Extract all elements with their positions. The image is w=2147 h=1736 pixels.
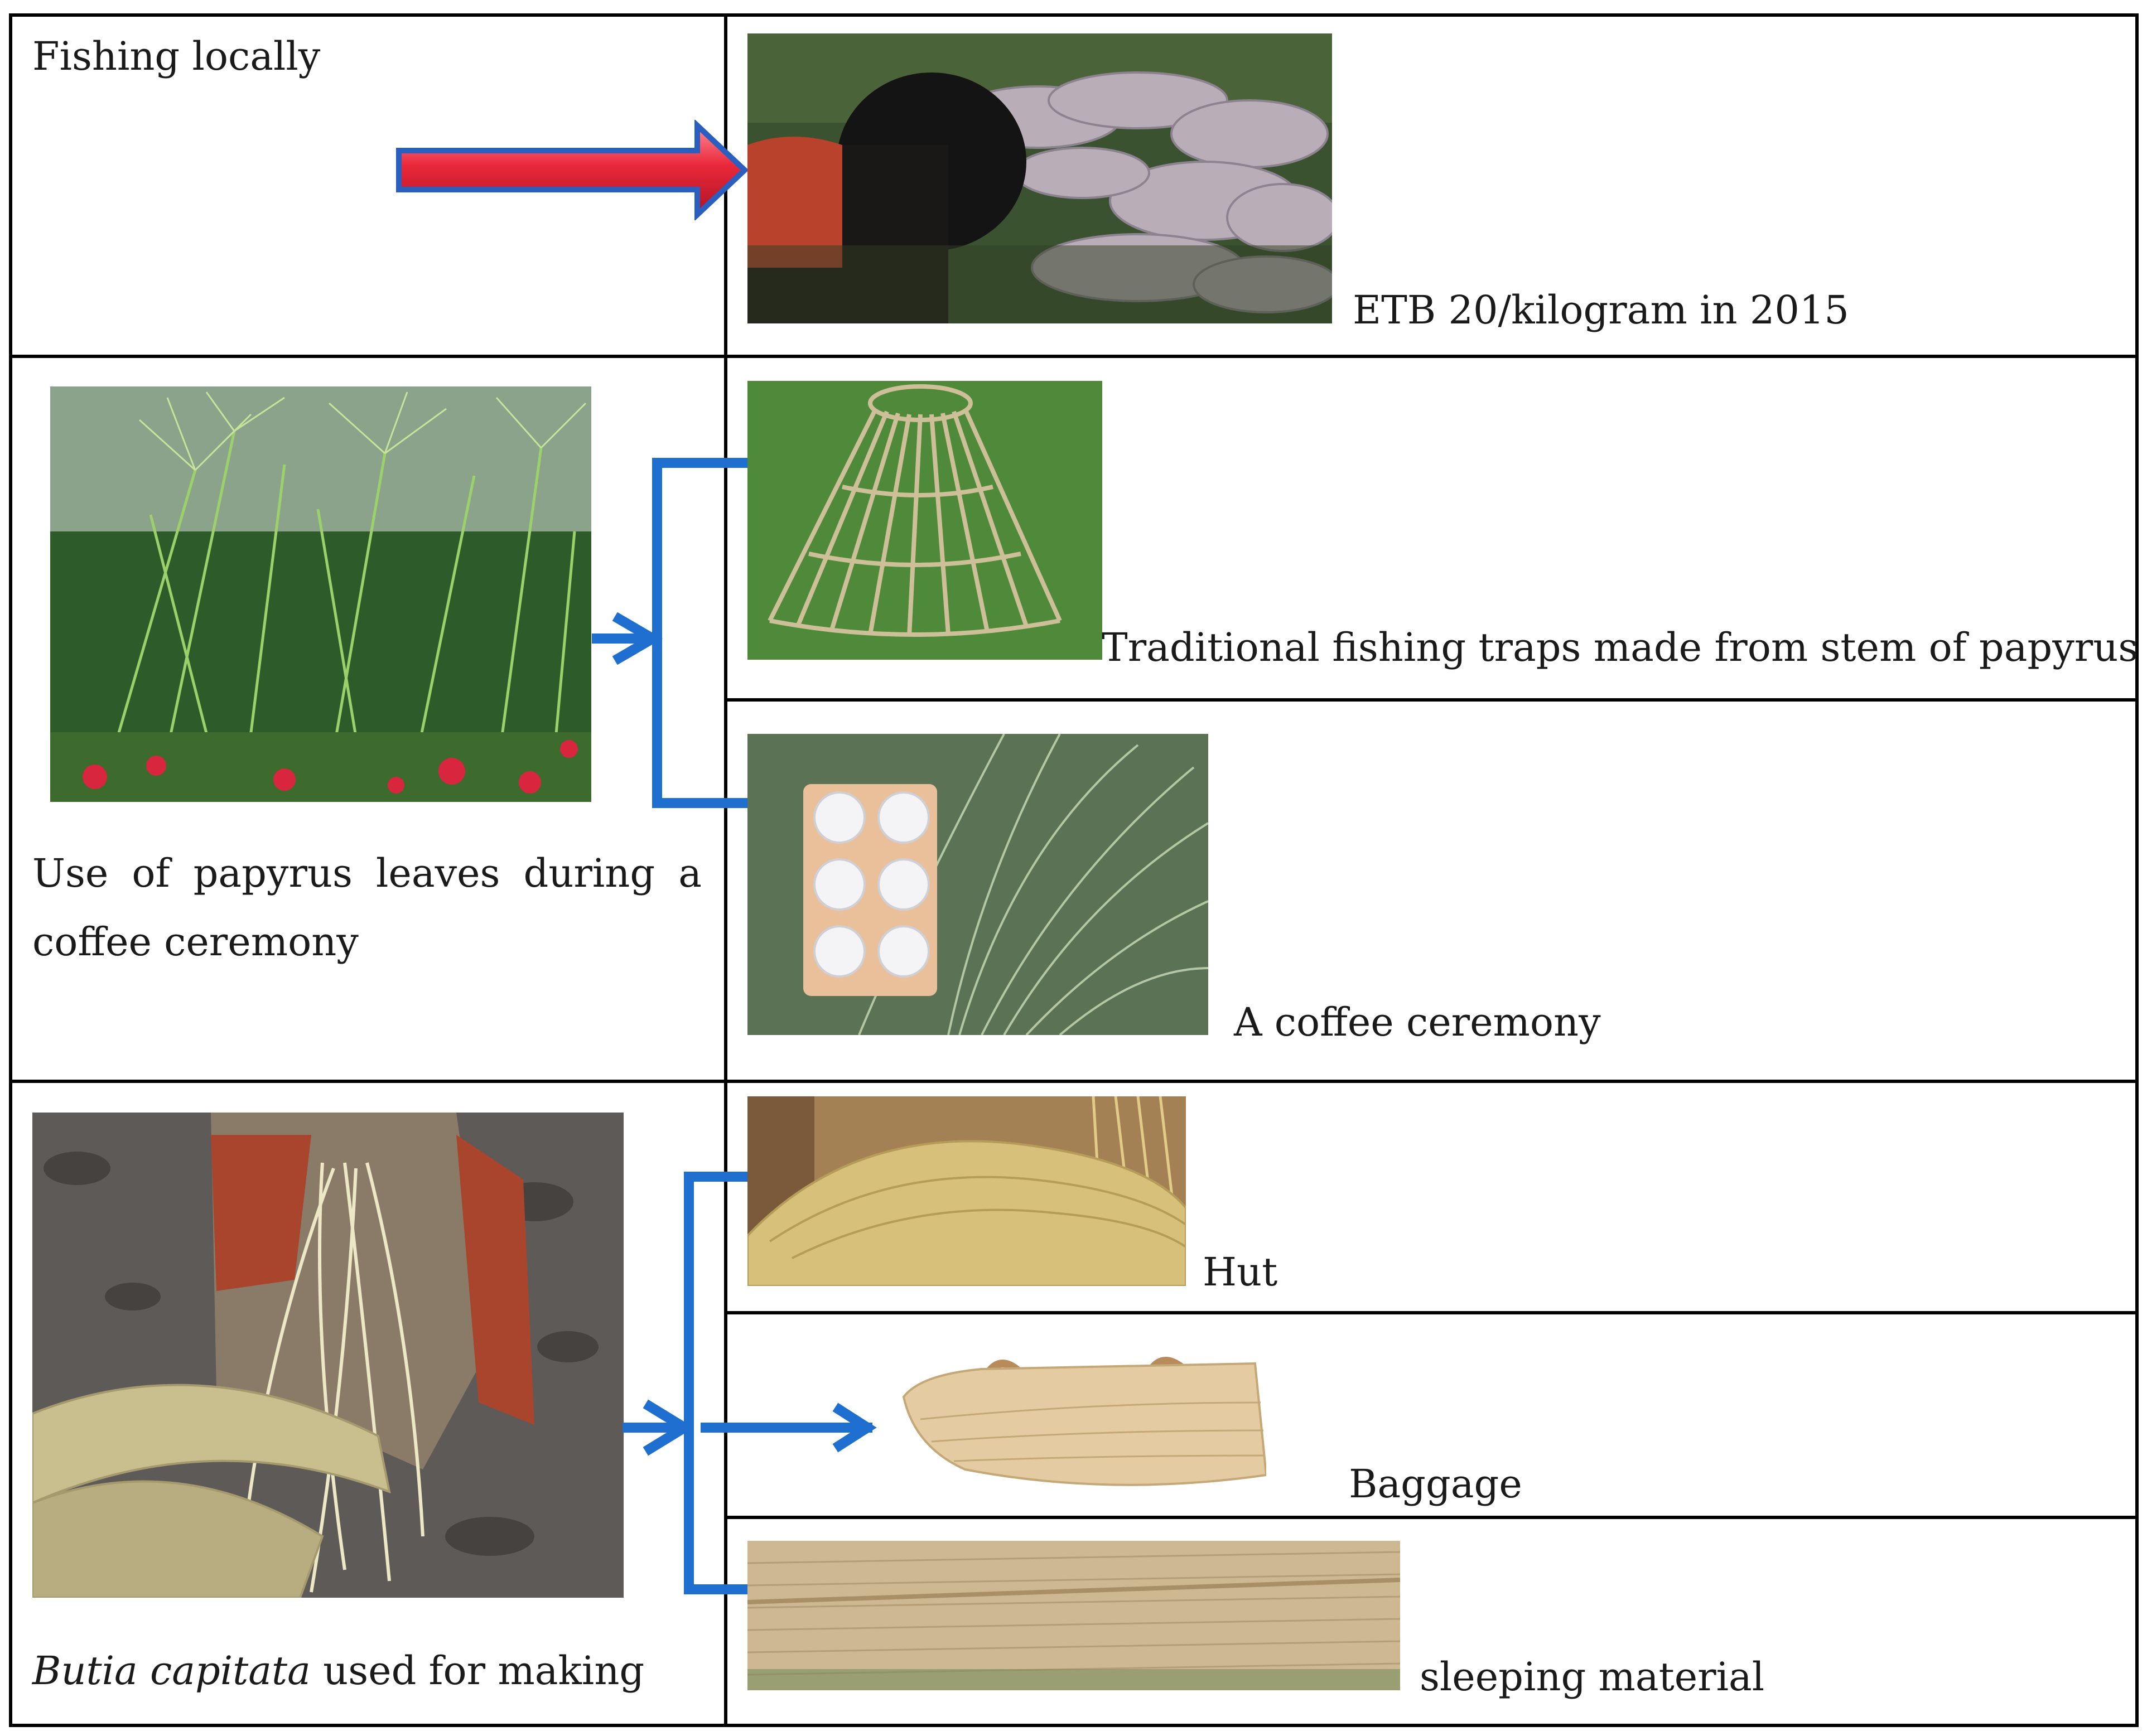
butia-label-species: Butia capitata <box>32 1648 311 1694</box>
table-column-divider <box>724 13 727 1727</box>
butia-label: Butia capitata used for making <box>32 1637 644 1705</box>
hut-caption: Hut <box>1203 1249 1278 1295</box>
sub-divider-papyrus <box>724 698 2139 702</box>
papyrus-plant-photo <box>50 386 591 802</box>
fish-trap-photo <box>747 381 1102 660</box>
row-divider-1 <box>9 355 2139 358</box>
coffee-ceremony-photo <box>747 734 1208 1035</box>
fishing-arrow-icon <box>396 120 749 220</box>
table-border-left <box>9 13 12 1727</box>
table-border-bottom <box>9 1724 2139 1727</box>
hat-photo <box>747 1096 1186 1286</box>
basket-bag-photo <box>898 1324 1266 1492</box>
fishing-label: Fishing locally <box>32 33 321 79</box>
sub-divider-butia-1 <box>724 1311 2139 1314</box>
row-divider-2 <box>9 1080 2139 1083</box>
weaving-photo <box>32 1113 624 1598</box>
table-border-top <box>9 13 2139 17</box>
fish-trap-caption: Traditional fishing traps made from stem… <box>1102 625 2139 670</box>
sub-divider-butia-2 <box>724 1516 2139 1519</box>
fish-price-caption: ETB 20/kilogram in 2015 <box>1353 287 1849 333</box>
sleeping-material-caption: sleeping material <box>1420 1654 1765 1700</box>
fish-pile-photo <box>747 33 1332 323</box>
coffee-ceremony-caption: A coffee ceremony <box>1234 999 1601 1045</box>
butia-label-rest: used for making <box>310 1648 645 1694</box>
table-border-right <box>2135 13 2139 1727</box>
sleeping-mat-photo <box>747 1541 1400 1690</box>
baggage-caption: Baggage <box>1349 1461 1522 1507</box>
papyrus-coffee-label: Use of papyrus leaves during a coffee ce… <box>32 850 702 965</box>
